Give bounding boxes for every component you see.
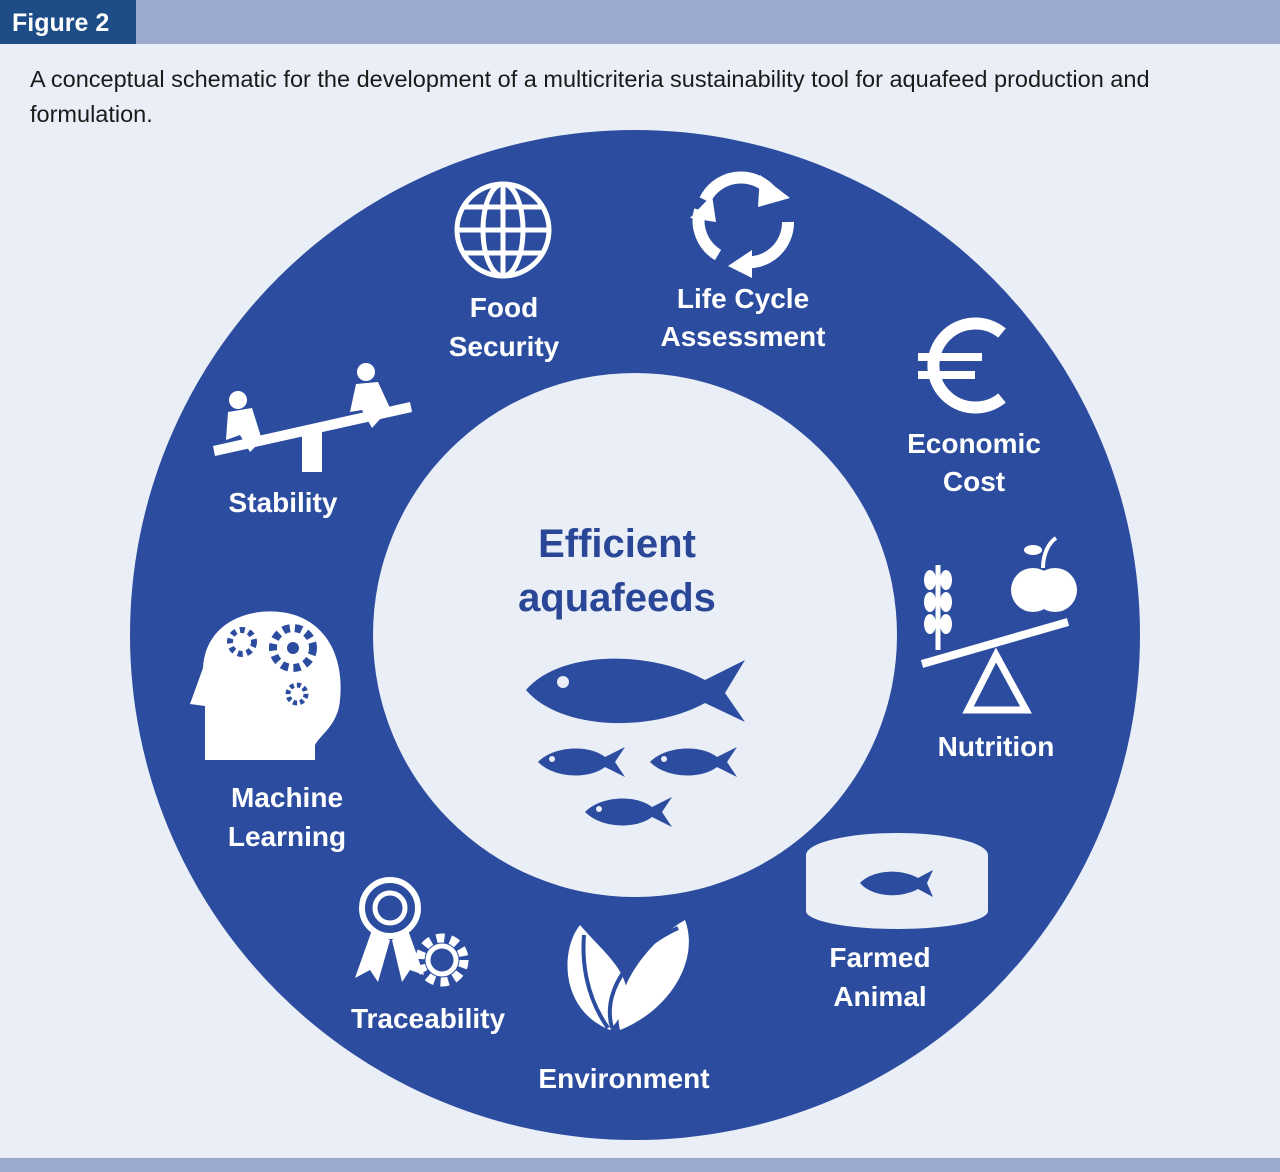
- fish-tank-icon: [806, 833, 988, 929]
- criterion-label-economic-cost-2: Cost: [943, 466, 1005, 497]
- euro-icon: [918, 317, 1006, 414]
- criterion-label-life-cycle-1: Life Cycle: [677, 283, 809, 314]
- criterion-label-food-security-2: Security: [449, 331, 560, 362]
- criterion-label-nutrition: Nutrition: [938, 731, 1055, 762]
- criterion-label-farmed-animal-1: Farmed: [829, 942, 930, 973]
- criterion-label-machine-learning-2: Learning: [228, 821, 346, 852]
- criterion-label-food-security-1: Food: [470, 292, 538, 323]
- figure-caption: A conceptual schematic for the developme…: [30, 66, 1150, 127]
- criterion-label-economic-cost-1: Economic: [907, 428, 1041, 459]
- criterion-label-environment: Environment: [538, 1063, 709, 1094]
- globe-icon: [454, 181, 552, 279]
- center-title-line2: aquafeeds: [518, 576, 716, 620]
- leaf-icon: [567, 920, 689, 1030]
- seesaw-icon: [213, 363, 412, 472]
- fish-school-icon: [526, 658, 745, 827]
- header-bar: [0, 0, 1280, 44]
- recycle-arrows-icon: [690, 171, 795, 278]
- center-title-line1: Efficient: [538, 522, 696, 566]
- criterion-label-machine-learning-1: Machine: [231, 782, 343, 813]
- center-circle: [373, 373, 897, 897]
- balance-scale-icon: [920, 536, 1077, 714]
- figure-label: Figure 2: [0, 0, 136, 44]
- footer-bar: [0, 1158, 1280, 1172]
- ribbon-gear-icon: [355, 877, 469, 987]
- criterion-label-farmed-animal-2: Animal: [833, 981, 926, 1012]
- criterion-label-traceability: Traceability: [351, 1003, 506, 1034]
- criterion-label-stability: Stability: [229, 487, 338, 518]
- criterion-label-life-cycle-2: Assessment: [661, 321, 826, 352]
- head-gears-icon: [190, 611, 341, 760]
